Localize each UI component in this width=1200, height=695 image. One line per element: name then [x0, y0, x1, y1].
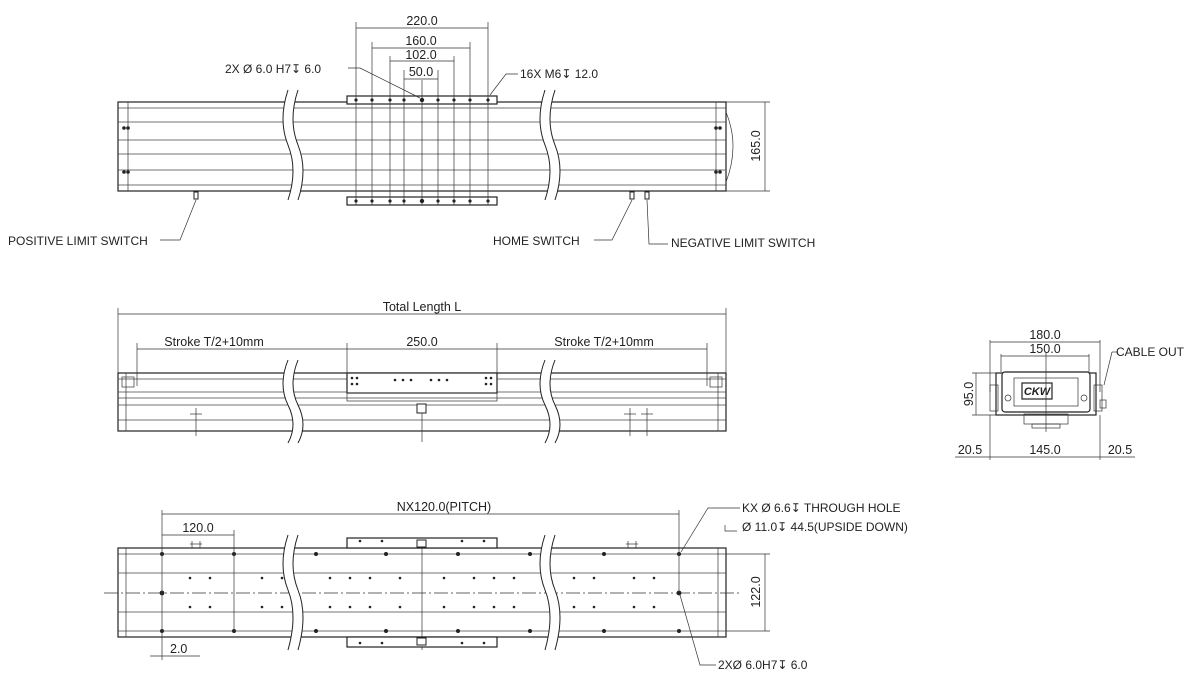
dim-95: 95.0 [962, 382, 976, 406]
note-through-hole: KX Ø 6.6↧ THROUGH HOLE [742, 501, 901, 515]
note-pin-hole-bottom: 2XØ 6.0H7↧ 6.0 [718, 658, 808, 672]
dim-20-5-right: 20.5 [1108, 443, 1132, 457]
label-positive-limit-switch: POSITIVE LIMIT SWITCH [8, 234, 148, 248]
dim-50: 50.0 [409, 65, 433, 79]
side-view-carriage [346, 372, 498, 394]
dim-145: 145.0 [1029, 443, 1060, 457]
label-home-switch: HOME SWITCH [493, 234, 580, 248]
dim-165: 165.0 [749, 130, 763, 161]
label-cable-out: CABLE OUT [1116, 345, 1185, 359]
bottom-view: NX120.0(PITCH) 120.0 2.0 122.0 KX Ø 6.6↧… [104, 500, 908, 672]
ckw-logo: CKW [1024, 386, 1052, 398]
dim-20-5-left: 20.5 [958, 443, 982, 457]
dim-pitch: NX120.0(PITCH) [397, 500, 491, 514]
side-view: Total Length L Stroke T/2+10mm 250.0 Str… [117, 300, 727, 446]
stroke-right-label: Stroke T/2+10mm [554, 335, 653, 349]
note-tapped-holes: 16X M6↧ 12.0 [520, 67, 598, 81]
carriage-width-250: 250.0 [406, 335, 437, 349]
dim-160: 160.0 [405, 34, 436, 48]
dim-120: 120.0 [182, 521, 213, 535]
end-view: 180.0 150.0 CKW CABLE OUT 95.0 20.5 145.… [955, 328, 1185, 460]
dim-122: 122.0 [749, 576, 763, 607]
note-counterbore: Ø 11.0↧ 44.5(UPSIDE DOWN) [742, 520, 908, 534]
dim-220: 220.0 [406, 14, 437, 28]
dim-180: 180.0 [1029, 328, 1060, 342]
stroke-left-label: Stroke T/2+10mm [164, 335, 263, 349]
dim-150: 150.0 [1029, 342, 1060, 356]
top-view: 220.0 160.0 102.0 50.0 2X Ø 6.0 H7↧ 6.0 … [8, 14, 815, 250]
total-length-label: Total Length L [383, 300, 462, 314]
dim-102: 102.0 [405, 48, 436, 62]
label-negative-limit-switch: NEGATIVE LIMIT SWITCH [671, 236, 815, 250]
dim-2: 2.0 [170, 642, 187, 656]
note-pin-hole-top: 2X Ø 6.0 H7↧ 6.0 [225, 62, 321, 76]
